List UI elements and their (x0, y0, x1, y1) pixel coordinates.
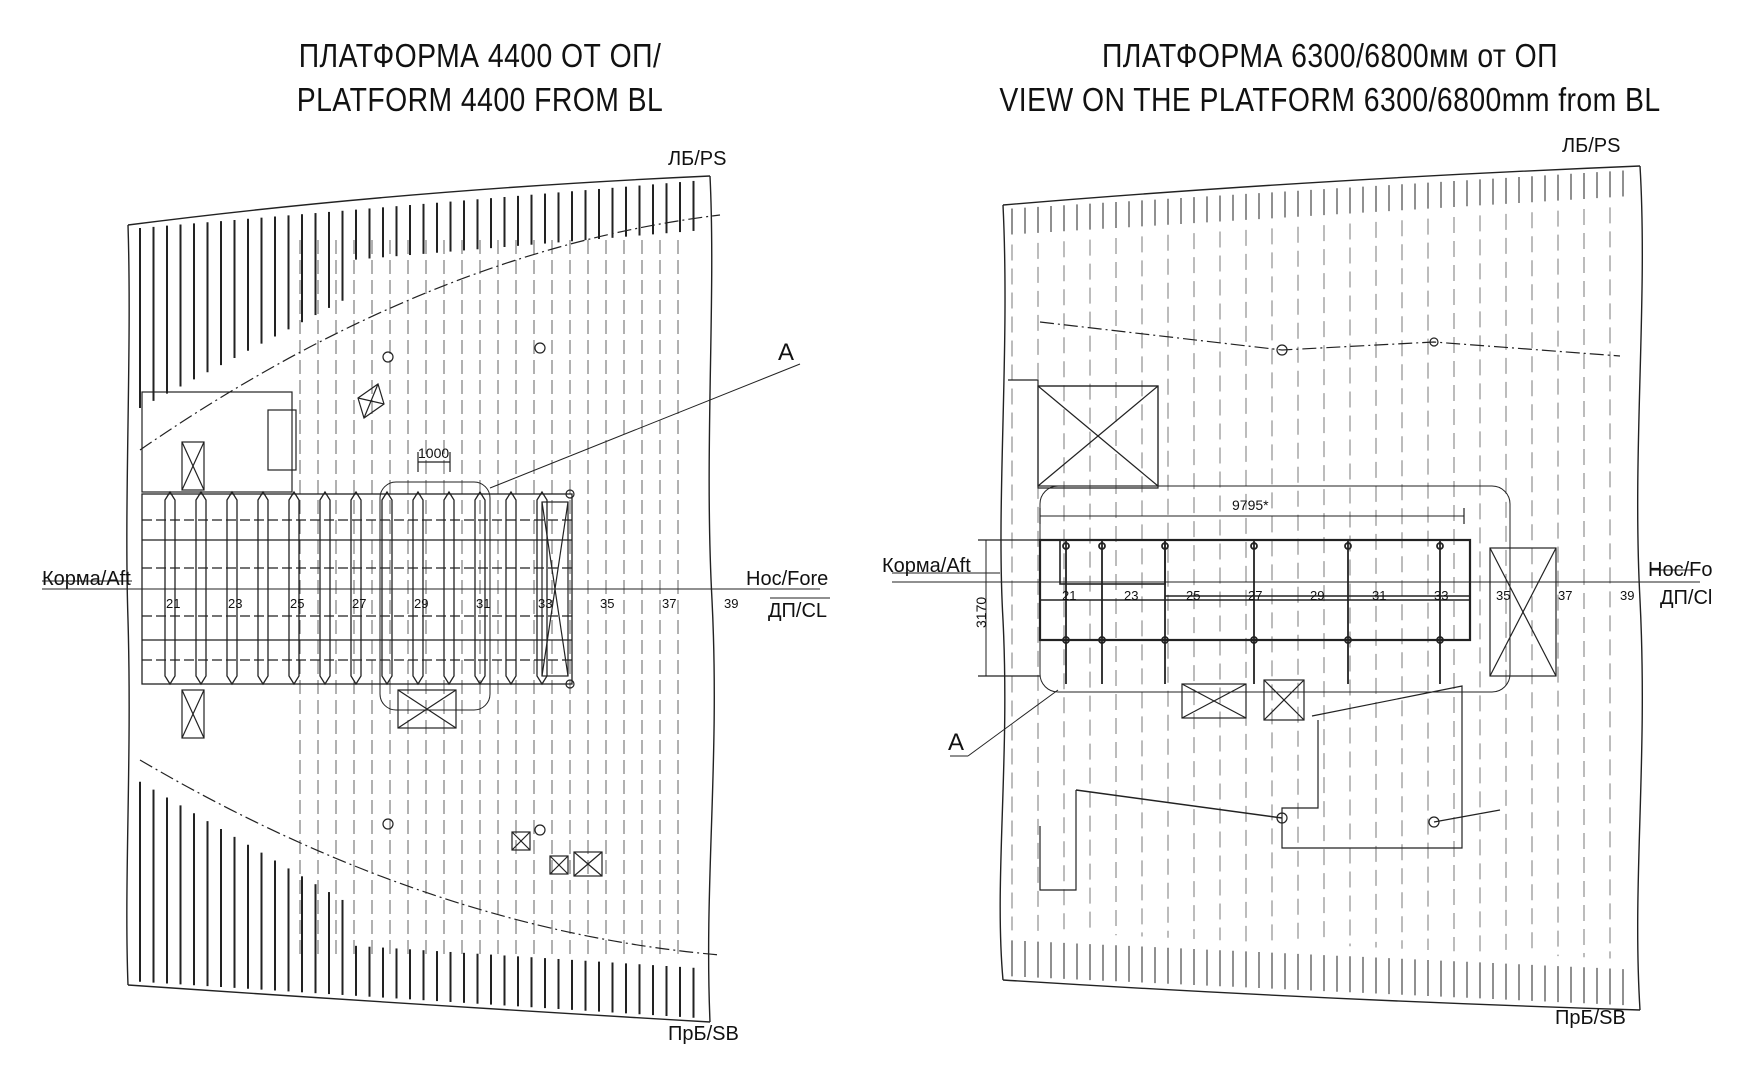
right-frame-37: 37 (1558, 588, 1572, 603)
left-title-line-2: PLATFORM 4400 FROM BL (296, 81, 664, 118)
left-fore-edge (707, 175, 715, 1023)
right-post-node (1344, 542, 1352, 550)
left-frame-37: 37 (662, 596, 676, 611)
right-frame-23: 23 (1124, 588, 1138, 603)
right-post-node (1161, 542, 1169, 550)
left-girder (474, 490, 486, 686)
left-frame-31: 31 (476, 596, 490, 611)
left-dim-1000: 1000 (418, 445, 449, 461)
right-frame-29: 29 (1310, 588, 1324, 603)
left-frame-21: 21 (166, 596, 180, 611)
right-frame-numbers: 21 23 25 27 29 31 33 35 37 39 (1062, 588, 1634, 603)
left-title-line-1: ПЛАТФОРМА 4400 ОТ ОП/ (298, 37, 662, 74)
right-frame-27: 27 (1248, 588, 1262, 603)
left-platform-drawing (42, 175, 830, 1023)
right-platform-drawing (892, 165, 1700, 1011)
left-fore-label: Нос/Fore (746, 568, 828, 590)
left-girder (381, 490, 393, 686)
left-frame-numbers: 21 23 25 27 29 31 33 35 37 39 (166, 596, 738, 611)
right-aft-label: Корма/Aft (882, 555, 971, 577)
left-girder (443, 490, 455, 686)
right-post-node (1250, 636, 1258, 644)
left-girder (350, 490, 362, 686)
right-dim-length: 9795* (1232, 497, 1269, 513)
right-frame-39: 39 (1620, 588, 1634, 603)
left-hull-outline (127, 175, 711, 226)
right-frame-35: 35 (1496, 588, 1510, 603)
right-post-node (1436, 542, 1444, 550)
right-fore-label: Нос/Fo (1648, 559, 1712, 581)
left-detail-a-zone (379, 481, 491, 711)
left-frame-33: 33 (538, 596, 552, 611)
left-drawing-title: ПЛАТФОРМА 4400 ОТ ОП/ PLATFORM 4400 FROM… (222, 34, 738, 122)
left-frame-29: 29 (414, 596, 428, 611)
right-frame-31: 31 (1372, 588, 1386, 603)
left-frame-25: 25 (290, 596, 304, 611)
right-post-node (1098, 636, 1106, 644)
left-frame-27: 27 (352, 596, 366, 611)
left-aft-label: Корма/Aft (42, 568, 131, 590)
right-title-line-2: VIEW ON THE PLATFORM 6300/6800mm from BL (999, 81, 1661, 118)
right-post-node (1250, 542, 1258, 550)
right-dim-width: 3170 (973, 597, 989, 628)
right-post-node (1436, 636, 1444, 644)
right-sb-label: ПрБ/SB (1555, 1007, 1626, 1029)
left-callout-a: A (778, 339, 794, 366)
left-ps-label: ЛБ/PS (668, 148, 727, 170)
left-frame-35: 35 (600, 596, 614, 611)
left-sb-label: ПрБ/SB (668, 1023, 739, 1045)
left-aft-edge (126, 224, 130, 986)
left-frame-23: 23 (228, 596, 242, 611)
right-aft-edge (999, 204, 1006, 981)
left-girder (288, 490, 300, 686)
right-title-line-1: ПЛАТФОРМА 6300/6800мм от ОП (1101, 37, 1559, 74)
right-hull-outline (1002, 165, 1641, 206)
left-cl-label: ДП/CL (768, 600, 827, 622)
left-girder (319, 490, 331, 686)
right-callout-a: A (948, 729, 964, 756)
right-post-node (1062, 542, 1070, 550)
right-post-node (1062, 636, 1070, 644)
left-girder (412, 490, 424, 686)
right-drawing-title: ПЛАТФОРМА 6300/6800мм от ОП VIEW ON THE … (990, 34, 1669, 122)
right-frame-33: 33 (1434, 588, 1448, 603)
right-foundation-outline (1038, 538, 1472, 642)
right-hull-outline-bottom (1002, 979, 1641, 1011)
right-post-node (1161, 636, 1169, 644)
right-frame-25: 25 (1186, 588, 1200, 603)
left-frame-39: 39 (724, 596, 738, 611)
right-post-node (1098, 542, 1106, 550)
left-girder (505, 490, 517, 686)
right-post-node (1344, 636, 1352, 644)
right-frame-21: 21 (1062, 588, 1076, 603)
right-ps-label: ЛБ/PS (1562, 135, 1621, 157)
right-cl-label: ДП/Cl (1660, 587, 1712, 609)
right-fore-edge (1637, 165, 1643, 1011)
left-hull-outline-bottom (127, 984, 711, 1023)
